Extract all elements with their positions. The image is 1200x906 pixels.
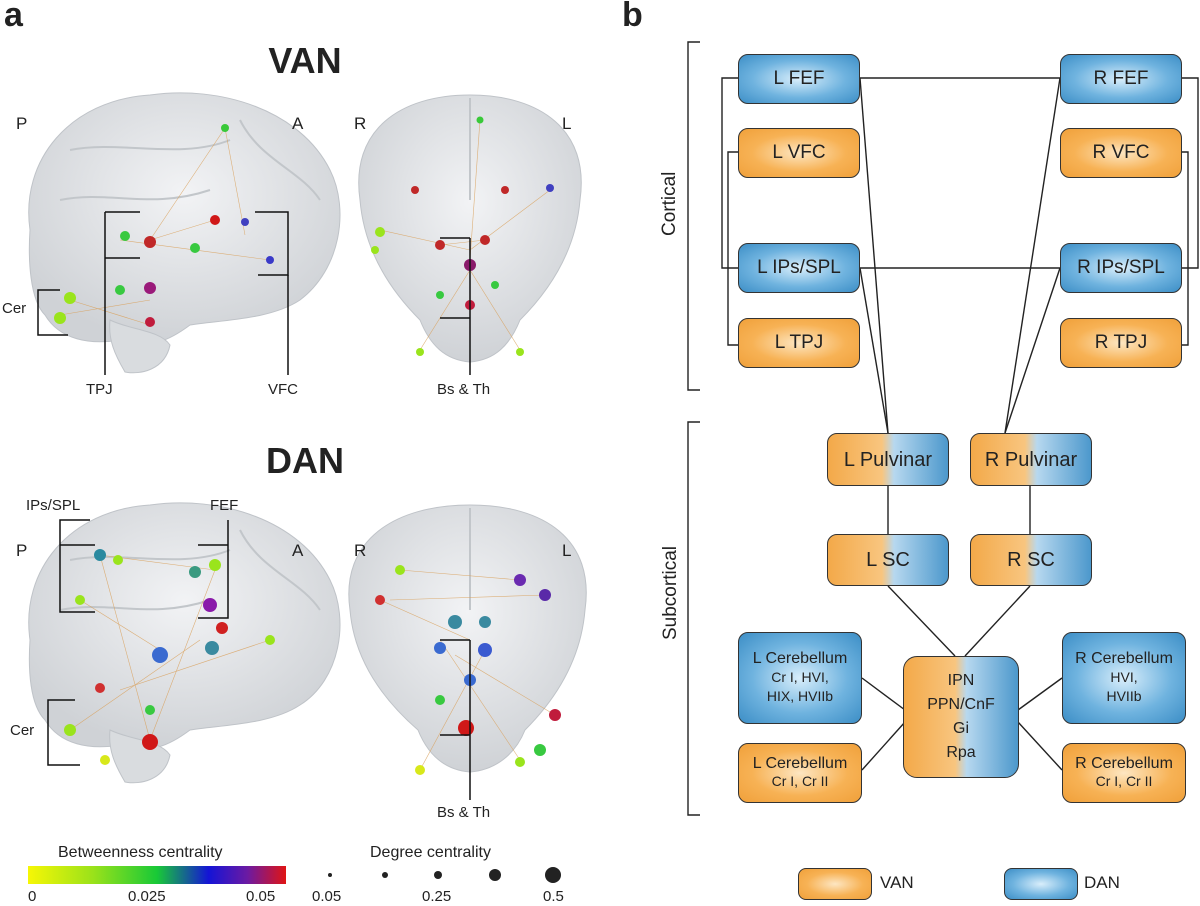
node-l-sc: L SC <box>827 534 949 586</box>
node-l-vfc: L VFC <box>738 128 860 178</box>
cortical-label: Cortical <box>659 171 680 236</box>
panel-a-letter: a <box>4 0 23 34</box>
dan-coronal-left-label: L <box>562 541 572 560</box>
dan-region-brackets <box>47 519 471 800</box>
node-brainstem-rpa: Rpa <box>946 744 976 761</box>
degree-dot-3 <box>434 871 442 879</box>
node-r-sc: R SC <box>970 534 1092 586</box>
degree-tick-2: 0.5 <box>543 888 564 905</box>
degree-dot-1 <box>328 873 332 877</box>
node-r-cerebellum-van-title: R Cerebellum <box>1075 754 1173 772</box>
betweenness-tick-2: 0.05 <box>246 888 276 905</box>
node-l-cerebellum-van-line1: Cr I, Cr II <box>771 773 829 790</box>
legend-van-swatch <box>798 868 872 900</box>
legend-van-label: VAN <box>880 873 914 892</box>
van-cer-label: Cer <box>2 300 27 317</box>
dan-fef-label: FEF <box>210 497 239 514</box>
van-coronal-left-label: L <box>562 114 572 133</box>
panel-b-connections <box>687 41 1199 816</box>
van-coronal-right-label: R <box>354 114 367 133</box>
betweenness-tick-1: 0.025 <box>128 888 166 905</box>
degree-size-legend <box>328 867 561 883</box>
van-lateral-anterior-label: A <box>292 114 304 133</box>
node-l-ips-spl: L IPs/SPL <box>738 243 860 293</box>
degree-dot-4 <box>489 869 501 881</box>
betweenness-legend-title: Betweenness centrality <box>58 844 223 861</box>
van-lateral-brain <box>28 92 341 374</box>
dan-lateral-brain <box>28 502 341 784</box>
node-brainstem-ppn: PPN/CnF <box>927 696 995 713</box>
node-l-tpj: L TPJ <box>738 318 860 368</box>
node-l-cerebellum-dan-line1: Cr I, HVI, <box>771 668 829 685</box>
dan-bs-th-label: Bs & Th <box>437 804 491 821</box>
betweenness-tick-0: 0 <box>28 888 37 905</box>
node-brainstem: IPN PPN/CnF Gi Rpa <box>903 656 1019 778</box>
dan-coronal-right-label: R <box>354 541 367 560</box>
dan-cer-label: Cer <box>10 722 35 739</box>
legend-dan-label: DAN <box>1084 873 1120 892</box>
node-r-cerebellum-dan-line2: HVIIb <box>1106 687 1142 704</box>
node-l-cerebellum-van: L Cerebellum Cr I, Cr II <box>738 743 862 803</box>
degree-tick-0: 0.05 <box>312 888 342 905</box>
node-r-cerebellum-dan-title: R Cerebellum <box>1075 650 1173 668</box>
node-r-pulvinar: R Pulvinar <box>970 433 1092 486</box>
node-r-cerebellum-van-line1: Cr I, Cr II <box>1095 773 1153 790</box>
dan-edges <box>69 554 556 771</box>
brain-figures <box>28 92 587 800</box>
node-brainstem-ipn: IPN <box>947 672 975 689</box>
dan-title: DAN <box>266 440 344 481</box>
node-l-cerebellum-van-title: L Cerebellum <box>752 754 848 772</box>
node-r-vfc: R VFC <box>1060 128 1182 178</box>
van-nodes <box>54 116 554 356</box>
dan-coronal-brain <box>348 504 587 773</box>
dan-lateral-posterior-label: P <box>16 541 28 560</box>
node-l-cerebellum-dan-line2: HIX, HVIIb <box>766 687 834 704</box>
van-tpj-label: TPJ <box>86 381 113 398</box>
node-r-ips-spl: R IPs/SPL <box>1060 243 1182 293</box>
van-vfc-label: VFC <box>268 381 298 398</box>
node-r-fef: R FEF <box>1060 54 1182 104</box>
node-r-cerebellum-dan-line1: HVI, <box>1110 668 1138 685</box>
degree-dot-2 <box>382 872 388 878</box>
van-lateral-posterior-label: P <box>16 114 28 133</box>
node-r-cerebellum-dan: R Cerebellum HVI, HVIIb <box>1062 632 1186 724</box>
node-l-cerebellum-dan: L Cerebellum Cr I, HVI, HIX, HVIIb <box>738 632 862 724</box>
betweenness-colorbar <box>28 866 286 884</box>
legend-dan-swatch <box>1004 868 1078 900</box>
node-l-fef: L FEF <box>738 54 860 104</box>
van-region-brackets <box>37 211 471 375</box>
node-l-cerebellum-dan-title: L Cerebellum <box>752 650 848 668</box>
van-title: VAN <box>268 40 342 81</box>
dan-ips-spl-label: IPs/SPL <box>26 497 81 514</box>
degree-legend-title: Degree centrality <box>370 844 491 861</box>
dan-lateral-anterior-label: A <box>292 541 304 560</box>
node-r-cerebellum-van: R Cerebellum Cr I, Cr II <box>1062 743 1186 803</box>
dan-nodes <box>64 549 561 775</box>
degree-dot-5 <box>545 867 561 883</box>
node-l-pulvinar: L Pulvinar <box>827 433 949 486</box>
degree-tick-1: 0.25 <box>422 888 452 905</box>
van-coronal-brain <box>358 94 582 363</box>
node-r-tpj: R TPJ <box>1060 318 1182 368</box>
subcortical-label: Subcortical <box>660 546 681 640</box>
van-bs-th-label: Bs & Th <box>437 381 491 398</box>
node-brainstem-gi: Gi <box>953 720 969 737</box>
panel-b-letter: b <box>622 0 643 34</box>
